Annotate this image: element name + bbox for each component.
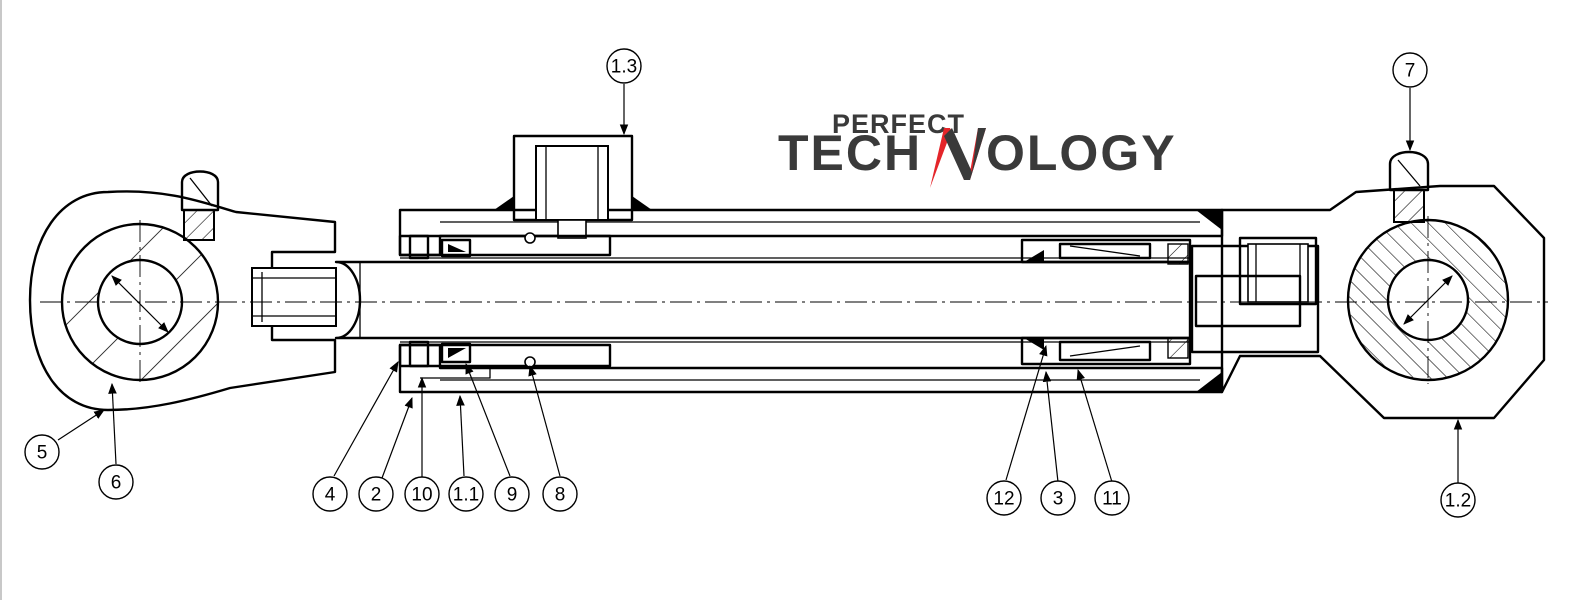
svg-text:7: 7 bbox=[1405, 61, 1416, 82]
svg-text:9: 9 bbox=[507, 485, 518, 506]
svg-text:11: 11 bbox=[1102, 489, 1122, 510]
callout-5: 5 bbox=[24, 434, 60, 470]
callout-1-1: 1.1 bbox=[448, 476, 484, 512]
callout-1-2: 1.2 bbox=[1440, 482, 1476, 518]
svg-text:8: 8 bbox=[555, 485, 566, 506]
brand-logo: PERFECT TECH OLOGY bbox=[778, 109, 1177, 188]
svg-text:4: 4 bbox=[325, 485, 336, 506]
callout-8: 8 bbox=[542, 476, 578, 512]
callout-10: 10 bbox=[404, 476, 440, 512]
svg-text:10: 10 bbox=[411, 485, 432, 506]
callout-2: 2 bbox=[358, 476, 394, 512]
leader-lines bbox=[57, 84, 1463, 484]
callout-4: 4 bbox=[312, 476, 348, 512]
logo-line-1: PERFECT bbox=[832, 109, 965, 139]
gland-head bbox=[398, 232, 612, 379]
logo-line-2-right: OLOGY bbox=[986, 125, 1177, 181]
callout-9: 9 bbox=[494, 476, 530, 512]
port-boss-top bbox=[494, 134, 652, 239]
logo-line-2-left: TECH bbox=[778, 125, 922, 181]
svg-text:5: 5 bbox=[37, 443, 48, 464]
svg-text:1.1: 1.1 bbox=[453, 485, 479, 506]
svg-text:12: 12 bbox=[993, 489, 1014, 510]
piston bbox=[1020, 238, 1192, 366]
base-end-clevis bbox=[1190, 150, 1546, 420]
callout-3: 3 bbox=[1040, 480, 1076, 516]
callout-11: 11 bbox=[1094, 480, 1130, 516]
svg-text:1.2: 1.2 bbox=[1445, 491, 1471, 512]
left-rod-eye bbox=[28, 170, 337, 412]
svg-text:6: 6 bbox=[111, 473, 122, 494]
piston-rod bbox=[334, 257, 1192, 343]
svg-text:1.3: 1.3 bbox=[611, 57, 637, 78]
grease-nipple-right bbox=[1388, 150, 1430, 223]
callout-7: 7 bbox=[1392, 52, 1428, 88]
callout-1-3: 1.3 bbox=[606, 48, 642, 84]
svg-text:3: 3 bbox=[1053, 489, 1064, 510]
svg-text:2: 2 bbox=[371, 485, 382, 506]
grease-nipple-left bbox=[180, 170, 220, 241]
callout-12: 12 bbox=[986, 480, 1022, 516]
callout-6: 6 bbox=[98, 464, 134, 500]
